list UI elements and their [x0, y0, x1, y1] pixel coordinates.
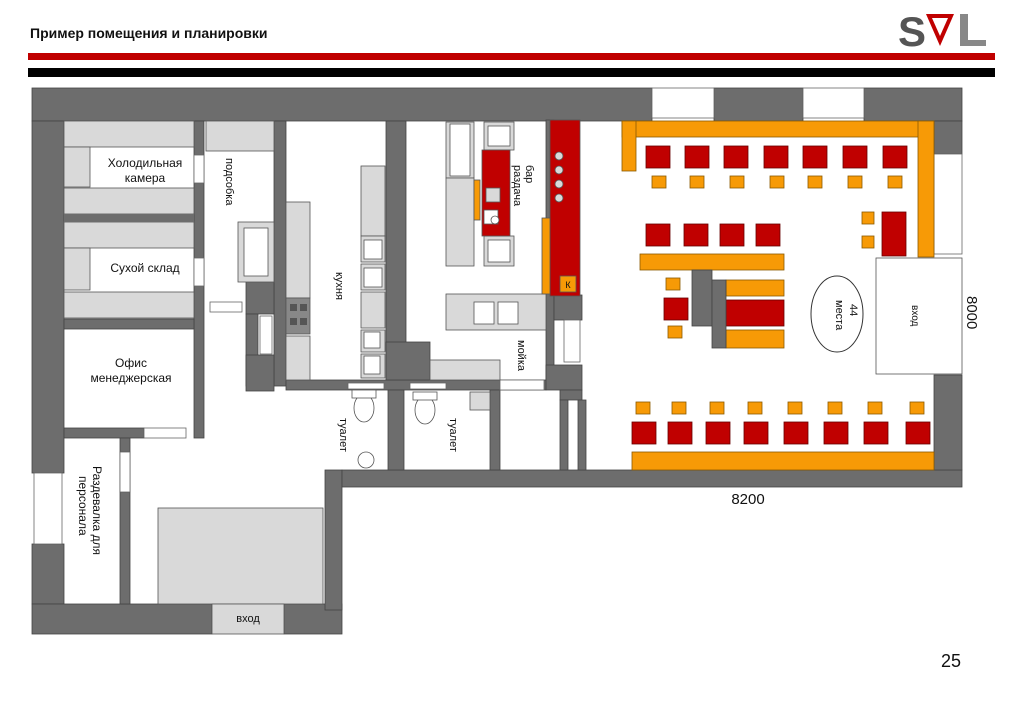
label-main-entrance: вход: [909, 305, 920, 327]
label-locker-room-1: Раздевалка для: [90, 466, 104, 555]
label-seats-1: 44: [847, 304, 859, 316]
label-cold-room-2: камера: [125, 171, 166, 185]
label-kitchen: кухня: [333, 272, 345, 300]
staff-entrance: [211, 603, 285, 635]
seats-oval: [810, 275, 864, 353]
cold-room-divider: [64, 214, 194, 222]
dining-tables: [631, 145, 931, 445]
label-prep-room: подсобка: [223, 158, 235, 206]
label-staff-entrance: вход: [236, 613, 260, 625]
label-locker-room-2: персонала: [76, 476, 90, 536]
windows: [33, 87, 963, 545]
dining-posts: [691, 269, 727, 349]
label-bar-2: раздача: [511, 165, 523, 207]
label-washing: мойка: [515, 340, 527, 372]
dimension-width: 8200: [731, 491, 764, 508]
dining-stools: [635, 175, 925, 415]
walls: [31, 87, 963, 635]
prep-room-equipment: [205, 120, 275, 283]
label-seats-2: места: [833, 300, 845, 331]
label-cold-room-1: Холодильная: [108, 156, 183, 170]
label-bar-1: бар: [523, 165, 535, 183]
label-toilet-1: туалет: [337, 418, 349, 452]
dining-banquettes: [621, 120, 935, 471]
label-toilet-2: туалет: [447, 418, 459, 452]
sink-boxes: [363, 123, 519, 375]
label-office-2: менеджерская: [90, 371, 171, 385]
label-k-marker: К: [565, 280, 571, 290]
label-dry-storage: Сухой склад: [110, 261, 179, 275]
storage-shelves: [63, 120, 195, 319]
svg-text:S: S: [898, 8, 926, 52]
toilet-fixtures: [351, 389, 491, 469]
main-entrance-box: [875, 257, 963, 375]
header-red-rule: [28, 53, 995, 60]
locker-bench: [157, 507, 324, 605]
stove-burners: [290, 304, 307, 325]
header-black-rule: [28, 68, 995, 77]
dimension-height: 8000: [963, 296, 980, 329]
label-office-1: Офис: [115, 356, 147, 370]
bar-taps: [490, 151, 564, 225]
page-title: Пример помещения и планировки: [30, 25, 268, 41]
page-number: 25: [941, 651, 962, 671]
svl-logo: S: [898, 8, 986, 52]
